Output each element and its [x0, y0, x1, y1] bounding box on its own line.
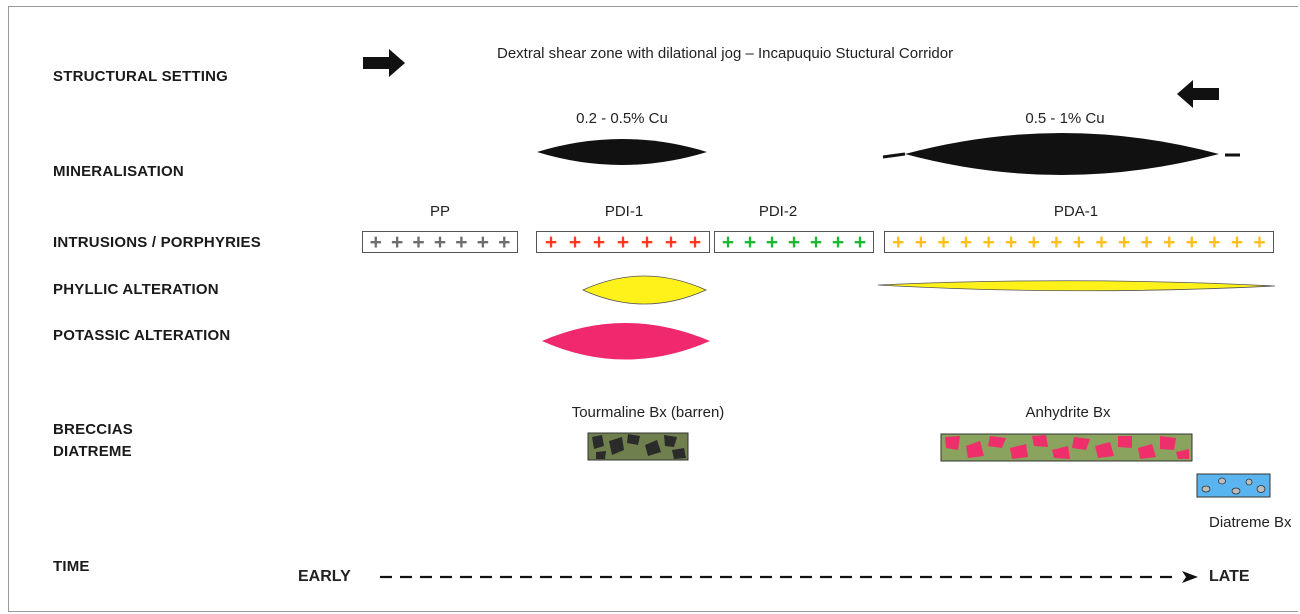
intrusion-plus-symbol: +	[831, 230, 845, 254]
label-diatreme: DIATREME	[53, 443, 132, 460]
grade-right: 0.5 - 1% Cu	[1025, 110, 1105, 127]
intrusion-plus-symbol: +	[476, 230, 489, 254]
intrusion-plus-symbol: +	[688, 230, 702, 254]
intrusion-plus-symbol: +	[1185, 230, 1198, 254]
intrusion-plus-symbol: +	[982, 230, 995, 254]
intrusion-plus-symbol: +	[369, 230, 382, 254]
intrusion-plus-symbol: +	[1140, 230, 1153, 254]
anhydrite-bx-label: Anhydrite Bx	[1025, 404, 1111, 421]
grade-left: 0.2 - 0.5% Cu	[576, 110, 668, 127]
intrusion-plus-symbol: +	[640, 230, 654, 254]
intrusion-plus-symbol: +	[664, 230, 678, 254]
intrusion-bar-pdi-2: + + + + + + +	[714, 231, 874, 253]
intrusion-plus-symbol: +	[853, 230, 867, 254]
structural-caption: Dextral shear zone with dilational jog –…	[497, 45, 954, 62]
potassic-lens	[542, 323, 710, 360]
tourmaline-breccia-box	[587, 432, 689, 461]
intrusion-plus-symbol: +	[1072, 230, 1086, 254]
intrusion-name-pdi-1: PDI-1	[604, 203, 644, 220]
anhydrite-breccia-box	[940, 433, 1193, 462]
mineralisation-lens-left	[537, 139, 707, 165]
diatreme-bx-label: Diatreme Bx	[1209, 514, 1292, 531]
intrusion-plus-symbol: +	[721, 230, 735, 254]
intrusion-plus-symbol: +	[914, 230, 927, 254]
label-structural-setting: STRUCTURAL SETTING	[53, 68, 228, 85]
time-early: EARLY	[298, 568, 351, 585]
diagram-frame	[8, 6, 1298, 612]
intrusion-plus-symbol: +	[937, 230, 950, 254]
right-arrow-icon	[363, 49, 405, 77]
intrusion-plus-symbol: +	[1027, 230, 1040, 254]
intrusion-plus-symbol: +	[787, 230, 801, 254]
intrusion-plus-symbol: +	[391, 230, 404, 254]
intrusion-plus-symbol: +	[412, 230, 425, 254]
mineralisation-lens-right	[882, 133, 1240, 175]
left-arrow-icon	[1177, 80, 1219, 108]
intrusion-name-pp: PP	[429, 203, 451, 220]
intrusion-plus-symbol: +	[1163, 230, 1176, 254]
diatreme-breccia-box	[1196, 473, 1271, 498]
intrusion-bar-pdi-1: + + + + + + +	[536, 231, 710, 253]
intrusion-plus-symbol: +	[1117, 230, 1131, 254]
intrusion-plus-symbol: +	[959, 230, 973, 254]
intrusion-plus-symbol: +	[1253, 230, 1266, 254]
intrusion-plus-symbol: +	[1095, 230, 1108, 254]
label-mineralisation: MINERALISATION	[53, 163, 184, 180]
label-potassic-alteration: POTASSIC ALTERATION	[53, 327, 231, 344]
time-late: LATE	[1209, 568, 1250, 585]
phyllic-lens-left	[582, 275, 707, 305]
intrusion-name-pdi-2: PDI-2	[758, 203, 798, 220]
intrusion-bar-pda-1: + + + + + + + + + + + + + + + + +	[884, 231, 1274, 253]
intrusion-plus-symbol: +	[743, 230, 757, 254]
tourmaline-bx-label: Tourmaline Bx (barren)	[571, 404, 725, 421]
intrusion-plus-symbol: +	[616, 230, 630, 254]
intrusion-plus-symbol: +	[892, 230, 905, 254]
intrusion-plus-symbol: +	[809, 230, 823, 254]
intrusion-name-pda-1: PDA-1	[1053, 203, 1099, 220]
intrusion-plus-symbol: +	[765, 230, 779, 254]
label-phyllic-alteration: PHYLLIC ALTERATION	[53, 281, 219, 298]
time-arrow	[380, 571, 1198, 583]
intrusion-plus-symbol: +	[455, 230, 468, 254]
intrusion-plus-symbol: +	[1230, 230, 1244, 254]
intrusion-plus-symbol: +	[1005, 230, 1018, 254]
intrusion-plus-symbol: +	[1050, 230, 1063, 254]
phyllic-lens-right	[877, 280, 1276, 292]
label-time: TIME	[53, 558, 90, 575]
intrusion-plus-symbol: +	[433, 230, 447, 254]
intrusion-plus-symbol: +	[568, 230, 582, 254]
intrusion-plus-symbol: +	[498, 230, 511, 254]
intrusion-plus-symbol: +	[1208, 230, 1221, 254]
intrusion-bar-pp: + + + + + + +	[362, 231, 518, 253]
label-intrusions: INTRUSIONS / PORPHYRIES	[53, 234, 261, 251]
intrusion-plus-symbol: +	[544, 230, 558, 254]
label-breccias: BRECCIAS	[53, 421, 133, 438]
intrusion-plus-symbol: +	[592, 230, 606, 254]
